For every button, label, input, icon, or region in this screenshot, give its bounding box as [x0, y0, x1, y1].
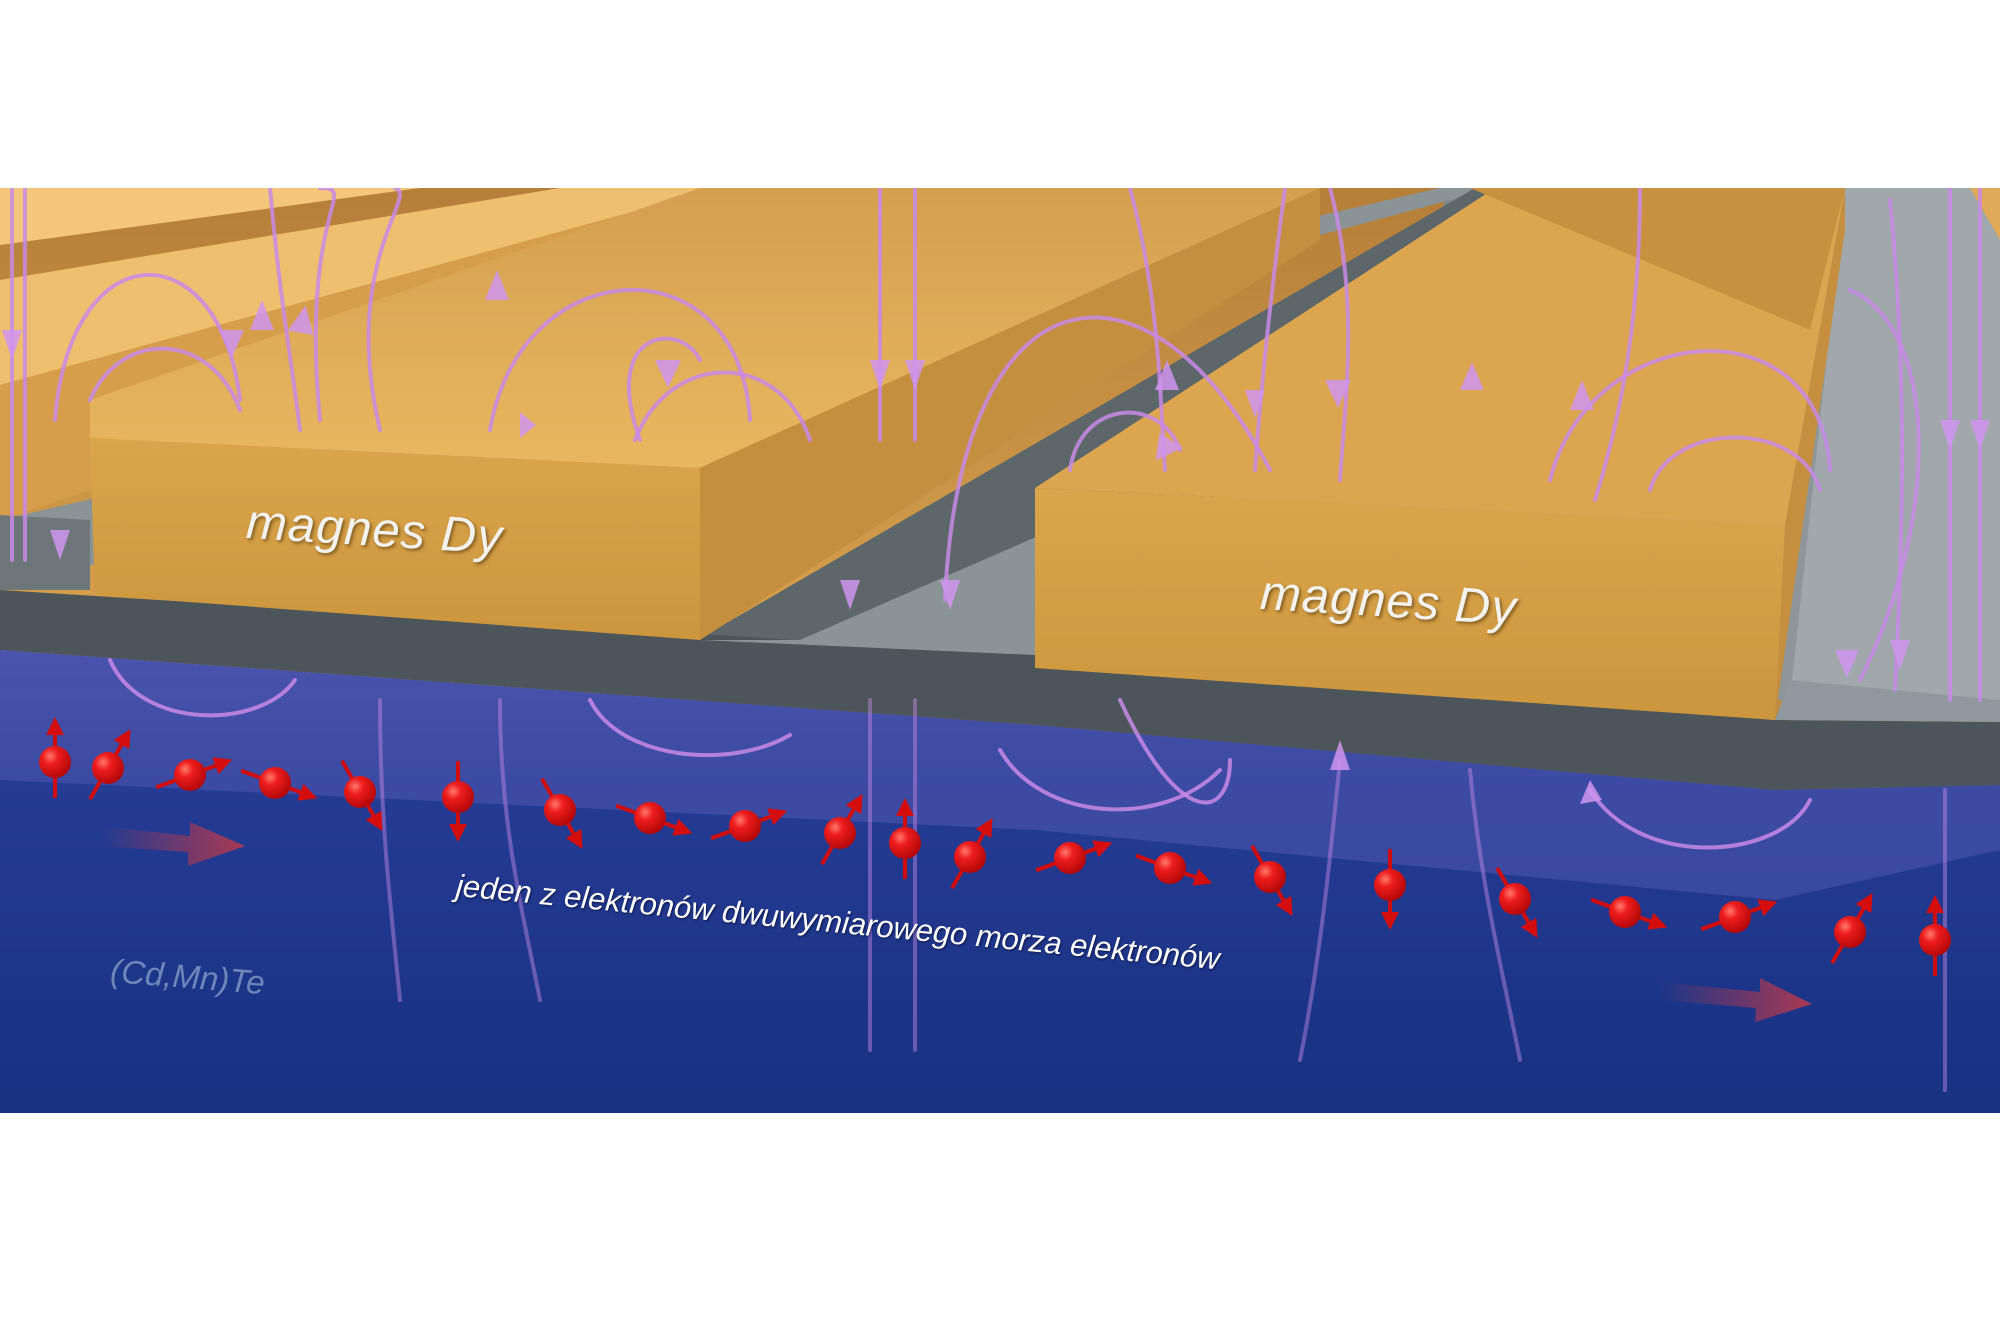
- field-line-arrow-icon: [2, 270, 1990, 804]
- electron: [1374, 869, 1406, 901]
- electron: [1719, 901, 1751, 933]
- electron: [1054, 842, 1086, 874]
- magnet-right-top: [1035, 188, 1845, 525]
- field-lines: [10, 188, 1983, 1092]
- electron-chain: [39, 717, 1951, 976]
- electron: [544, 794, 576, 826]
- electron: [1834, 916, 1866, 948]
- diagonal-gap-shadow: [680, 188, 1495, 650]
- gap-far-right-floor: [1790, 188, 2000, 700]
- magnet-right-side: [1775, 188, 1845, 720]
- electron: [39, 746, 71, 778]
- electron: [954, 841, 986, 873]
- electron: [442, 781, 474, 813]
- electron: [1154, 852, 1186, 884]
- electron: [889, 827, 921, 859]
- back-strip-light-1: [0, 188, 420, 245]
- magnet-left-front: [90, 438, 700, 640]
- electron: [1919, 924, 1951, 956]
- magnet-left-top: [90, 188, 1320, 468]
- substrate-edge: [0, 590, 2000, 790]
- motion-arrow-icon: [100, 822, 1812, 1022]
- electron: [824, 817, 856, 849]
- electron: [344, 776, 376, 808]
- electron: [174, 759, 206, 791]
- magnet-right-front: [1035, 488, 1785, 720]
- electron: [729, 810, 761, 842]
- electron: [634, 802, 666, 834]
- electron: [1609, 896, 1641, 928]
- electron: [92, 752, 124, 784]
- magnet-right-top-shade: [1470, 188, 1845, 330]
- electron: [1499, 883, 1531, 915]
- substrate-gray-right: [1775, 680, 2000, 722]
- substrate-gray-center: [700, 520, 1075, 655]
- magnet-corner-right: [1970, 188, 2000, 240]
- magnet-left-side-face: [700, 188, 1320, 640]
- electron: [1254, 861, 1286, 893]
- electron: [259, 767, 291, 799]
- electron-sea-band: [0, 650, 2000, 900]
